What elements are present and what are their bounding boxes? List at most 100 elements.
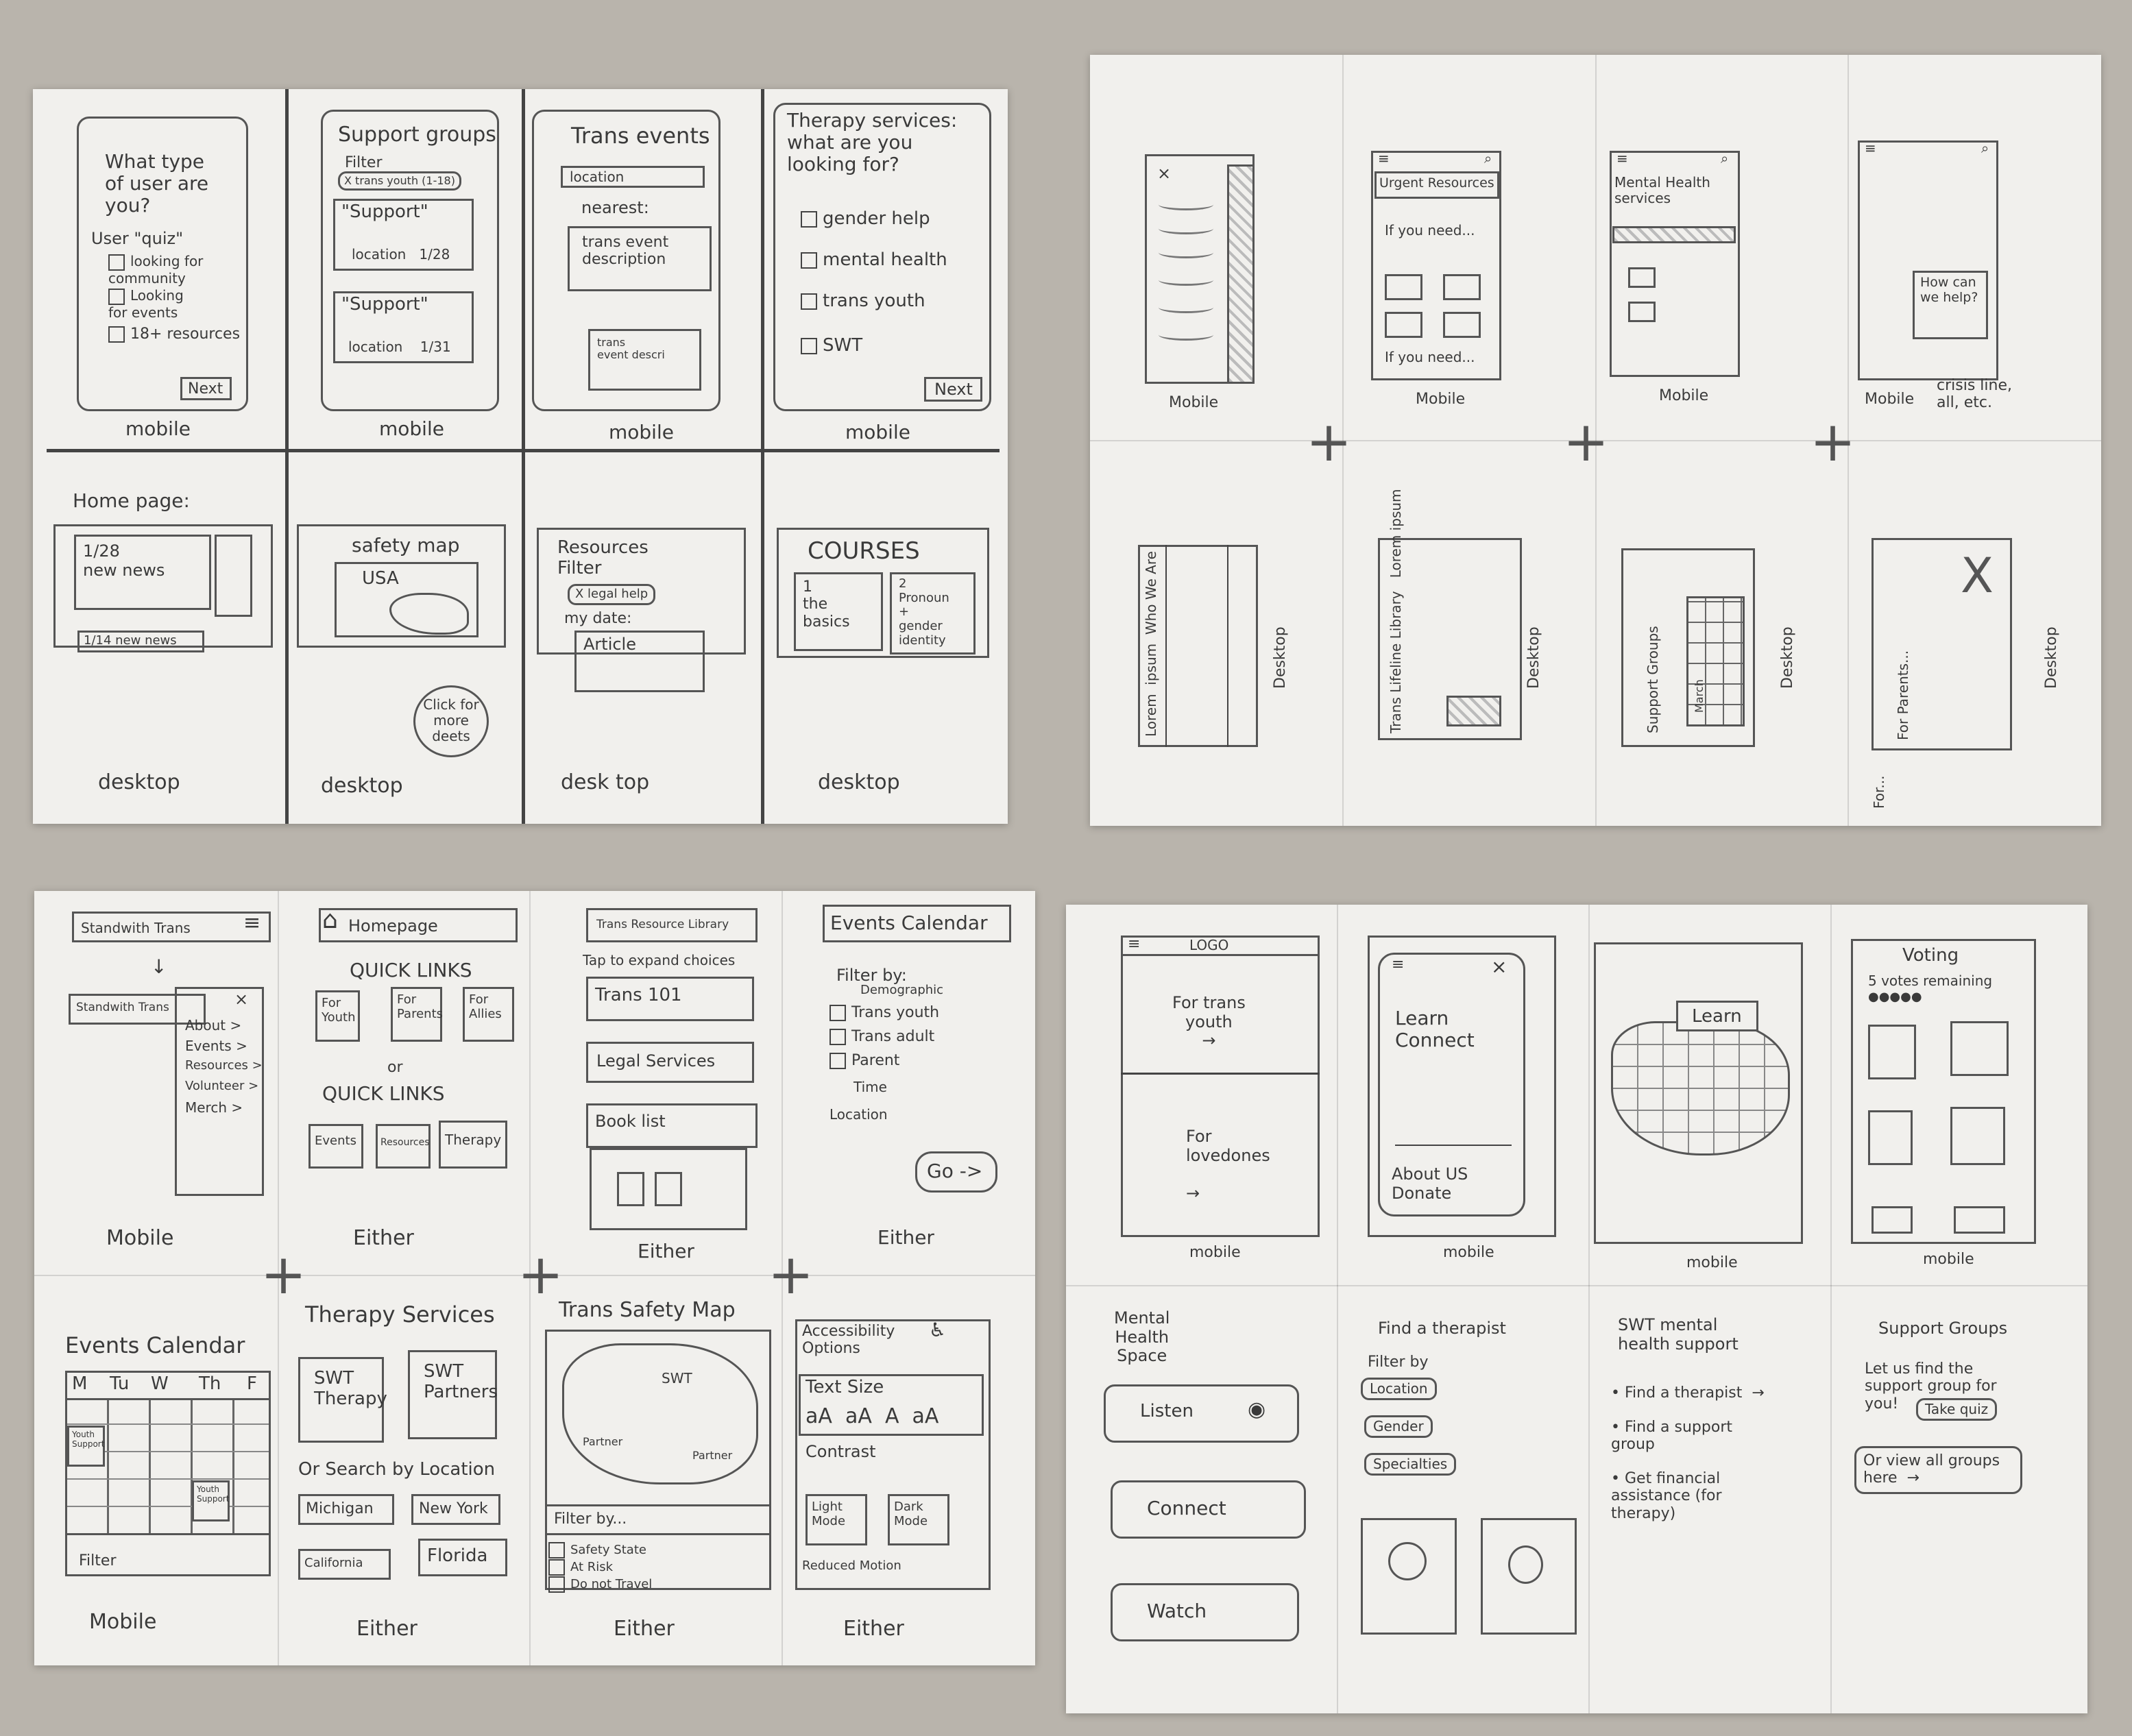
news-card[interactable]: 1/14 new news (77, 631, 204, 652)
quick-link-youth[interactable]: For Youth (315, 990, 360, 1042)
vote-card[interactable] (1868, 1110, 1913, 1165)
filter-button[interactable]: Filter (79, 1552, 117, 1569)
dark-mode-button[interactable]: Dark Mode (888, 1494, 949, 1545)
contrast-dropdown[interactable]: Contrast (805, 1442, 876, 1461)
filter-do-not-travel[interactable]: Do not Travel (548, 1576, 652, 1593)
reduced-motion-toggle[interactable]: Reduced Motion (802, 1558, 901, 1573)
take-quiz-button[interactable]: Take quiz (1916, 1398, 1998, 1421)
learn-tag[interactable]: Learn (1676, 1001, 1758, 1031)
swt-marker[interactable]: SWT (662, 1370, 692, 1386)
filter-parent[interactable]: Parent (829, 1052, 899, 1069)
filter-demographic[interactable]: Demographic (860, 983, 944, 997)
nav-item-about[interactable]: About > (185, 1017, 242, 1034)
resource-tile[interactable] (1385, 274, 1422, 300)
event-card[interactable]: trans event descri (588, 329, 701, 391)
location-florida[interactable]: Florida (418, 1539, 507, 1576)
support-card[interactable] (333, 199, 474, 271)
location-input[interactable]: location (561, 166, 705, 188)
calendar-event[interactable]: Youth Support (67, 1426, 105, 1467)
accordion-book-list[interactable]: Book list (586, 1103, 758, 1148)
course-card[interactable]: 1 the basics (794, 572, 883, 651)
option-gender-help[interactable]: gender help (801, 208, 930, 230)
search-icon[interactable]: ⌕ (1484, 150, 1492, 167)
hamburger-icon[interactable]: ≡ (1392, 956, 1405, 973)
therapist-card[interactable] (1481, 1518, 1577, 1635)
nav-item-merch[interactable]: Merch > (185, 1099, 243, 1116)
link-find-therapist[interactable]: • Find a therapist → (1611, 1384, 1765, 1402)
next-button[interactable]: Next (924, 377, 982, 402)
vote-card[interactable] (1950, 1107, 2005, 1165)
article-card[interactable]: Article (574, 631, 705, 692)
about-donate-links[interactable]: About US Donate (1392, 1164, 1468, 1203)
filter-chip[interactable]: X trans youth (1-18) (338, 171, 461, 191)
filter-specialties-chip[interactable]: Specialties (1364, 1453, 1457, 1476)
quick-link-parents[interactable]: For Parents (391, 987, 443, 1042)
news-card[interactable]: 1/28 new news (74, 535, 211, 610)
link-financial-assistance[interactable]: • Get financial assistance (for therapy) (1611, 1470, 1722, 1522)
filter-at-risk[interactable]: At Risk (548, 1559, 613, 1576)
vote-card[interactable] (1950, 1021, 2009, 1076)
list-thumbnail[interactable] (1628, 302, 1656, 322)
close-icon[interactable]: × (1491, 955, 1507, 978)
text-size-options[interactable]: aA aA A aA (805, 1404, 939, 1428)
event-card[interactable]: trans event description (568, 226, 712, 291)
click-for-more-bubble[interactable]: Click for more deets (413, 685, 489, 757)
filter-safety-state[interactable]: Safety State (548, 1542, 646, 1558)
hamburger-icon[interactable]: ≡ (1128, 936, 1141, 953)
option-swt[interactable]: SWT (801, 335, 862, 356)
connect-button[interactable]: Connect (1111, 1480, 1306, 1539)
filter-gender-chip[interactable]: Gender (1364, 1415, 1433, 1438)
accordion-trans-101[interactable]: Trans 101 (586, 977, 754, 1021)
calendar-grid[interactable] (65, 1398, 271, 1535)
partner-marker[interactable]: Partner (583, 1435, 623, 1448)
filter-location-chip[interactable]: Location (1361, 1378, 1437, 1400)
link-support-group[interactable]: • Find a support group (1611, 1419, 1732, 1454)
location-michigan[interactable]: Michigan (298, 1494, 394, 1525)
filter-chip[interactable]: X legal help (568, 584, 656, 605)
option-trans-youth[interactable]: trans youth (801, 291, 925, 312)
map-filter-dropdown[interactable]: Filter by... (545, 1504, 771, 1535)
quick-link-therapy[interactable]: Therapy (439, 1121, 507, 1169)
resource-tile[interactable] (1443, 312, 1481, 338)
for-trans-youth-link[interactable]: For trans youth → (1172, 993, 1246, 1051)
quick-link-allies[interactable]: For Allies (463, 987, 514, 1042)
partner-marker[interactable]: Partner (692, 1449, 733, 1462)
learn-connect-links[interactable]: Learn Connect (1395, 1007, 1475, 1052)
light-mode-button[interactable]: Light Mode (805, 1494, 867, 1545)
help-chat-bubble[interactable]: How can we help? (1913, 271, 1988, 339)
filter-time[interactable]: Time (853, 1079, 887, 1095)
option-events[interactable]: Looking for events (108, 287, 184, 321)
support-card[interactable] (333, 291, 474, 363)
swt-partners-card[interactable]: SWT Partners (408, 1350, 498, 1439)
vote-card[interactable] (1871, 1206, 1913, 1234)
resource-tile[interactable] (1385, 312, 1422, 338)
watch-button[interactable]: Watch (1111, 1583, 1299, 1641)
nav-item-resources[interactable]: Resources > (185, 1058, 263, 1073)
close-icon[interactable]: × (1157, 164, 1172, 183)
hamburger-icon[interactable]: ≡ (1378, 150, 1390, 167)
usa-map-shape[interactable] (1611, 1021, 1790, 1156)
vote-card[interactable] (1868, 1025, 1916, 1079)
listen-button[interactable]: Listen (1104, 1384, 1299, 1443)
book-tile[interactable] (655, 1172, 682, 1206)
location-california[interactable]: California (298, 1549, 391, 1580)
close-icon[interactable]: × (234, 990, 249, 1009)
vote-card[interactable] (1954, 1206, 2005, 1234)
book-tile[interactable] (617, 1172, 644, 1206)
usa-map-shape[interactable] (562, 1343, 758, 1484)
hamburger-icon[interactable]: ≡ (1616, 150, 1628, 167)
accordion-legal-services[interactable]: Legal Services (586, 1042, 754, 1083)
view-all-groups-button[interactable]: Or view all groups here → (1854, 1446, 2022, 1494)
filter-location[interactable]: Location (829, 1106, 888, 1123)
map-frame[interactable] (335, 562, 479, 637)
hamburger-icon[interactable]: ≡ (1865, 140, 1876, 156)
filter-trans-adult[interactable]: Trans adult (829, 1028, 934, 1045)
resource-tile[interactable] (1443, 274, 1481, 300)
swt-therapy-card[interactable]: SWT Therapy (298, 1357, 387, 1443)
quick-link-events[interactable]: Events (308, 1124, 363, 1169)
list-thumbnail[interactable] (1628, 267, 1656, 288)
next-button[interactable]: Next (180, 377, 232, 400)
filter-trans-youth[interactable]: Trans youth (829, 1004, 939, 1021)
option-mental-health[interactable]: mental health (801, 249, 947, 271)
therapist-card[interactable] (1361, 1518, 1457, 1635)
